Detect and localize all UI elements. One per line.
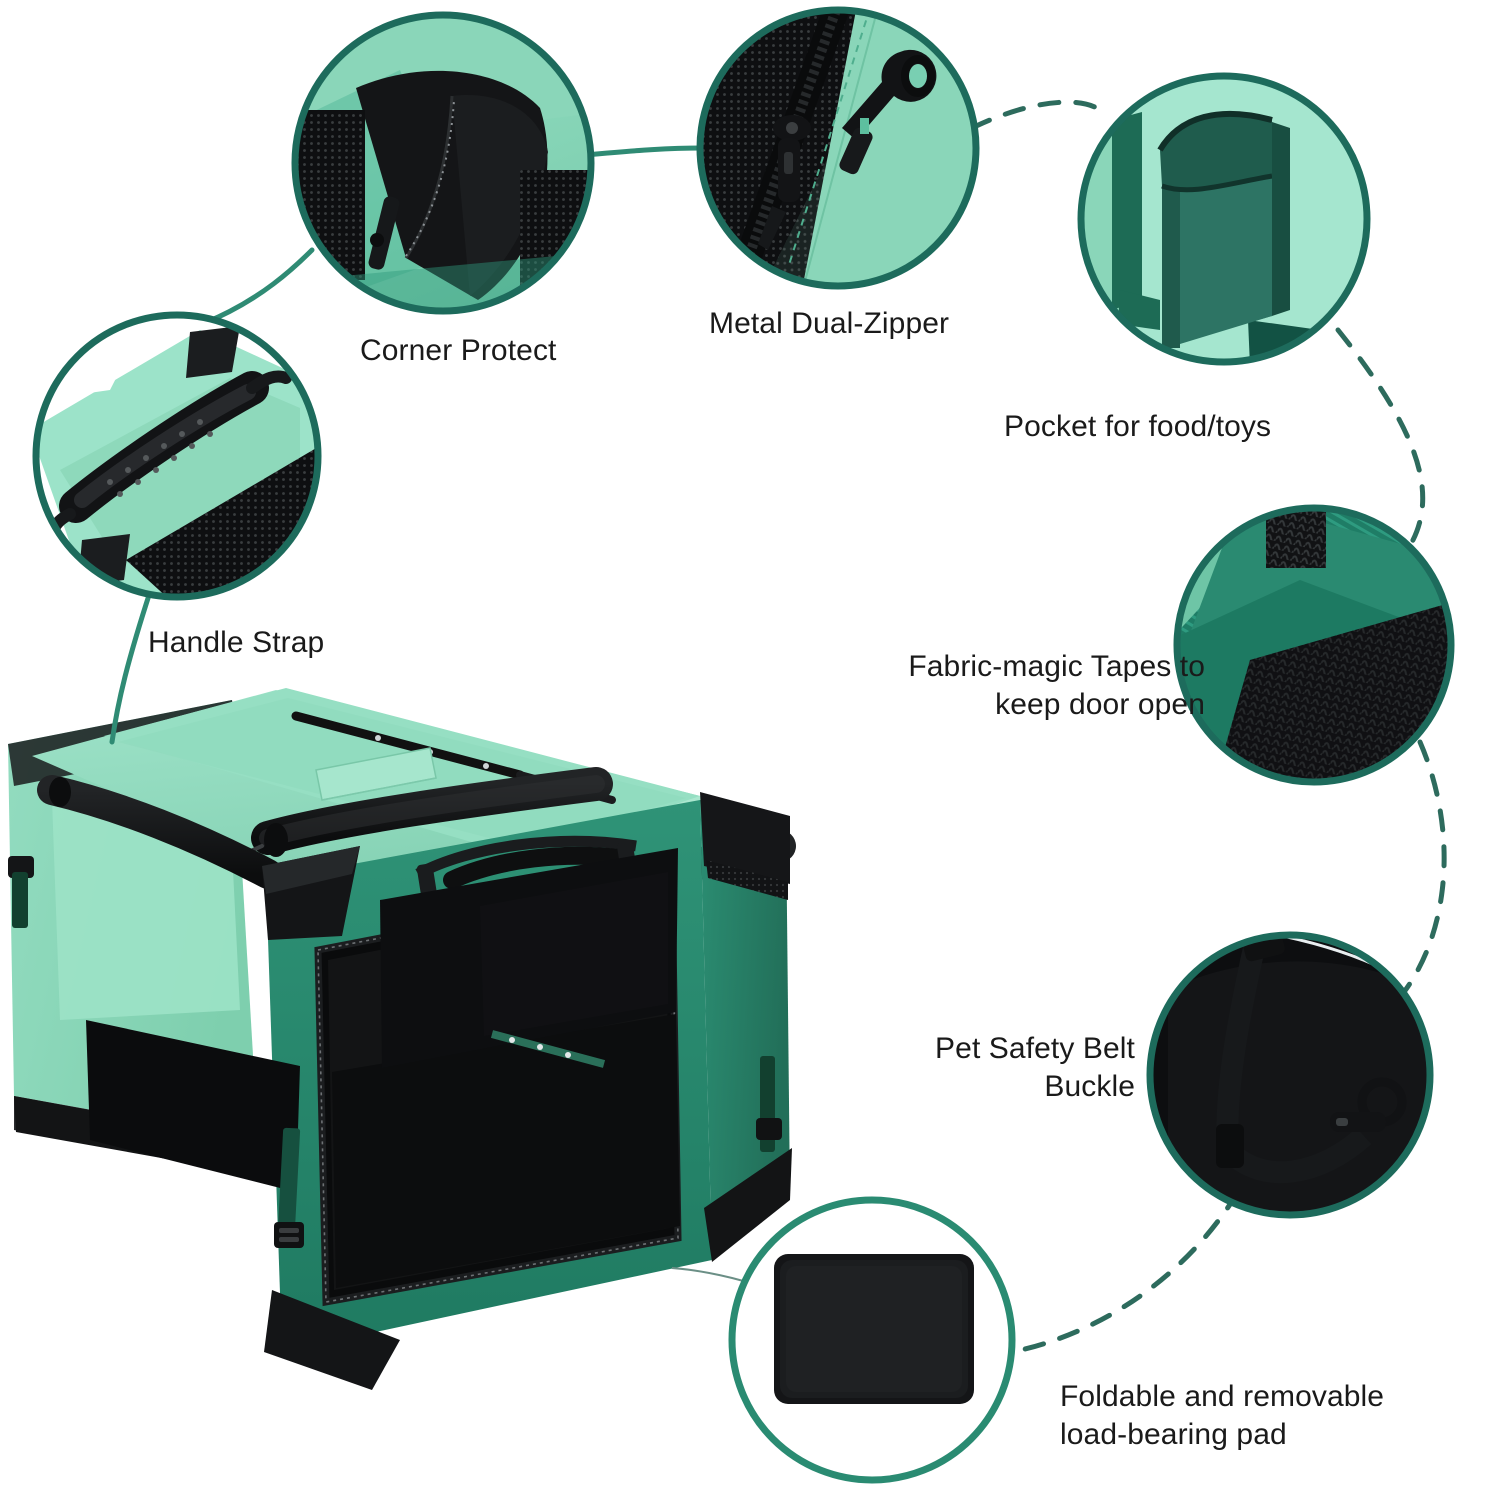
callout-circle-metal-dual-zipper [696, 6, 980, 290]
callout-label-metal-dual-zipper: Metal Dual-Zipper [709, 307, 950, 340]
callout-circle-pocket [1077, 72, 1371, 366]
dash-zipper-to-pocket [969, 99, 1103, 131]
callout-label-pocket-for-food-toys: Pocket for food/toys [1004, 410, 1272, 443]
callout-label-foldable-removable-pad: Foldable and removable load-bearing pad [1060, 1380, 1385, 1452]
dash-pocket-to-tapes [1335, 327, 1426, 545]
callout-label-handle-strap: Handle Strap [148, 626, 325, 659]
callout-circle-fabric-magic-tapes [1173, 504, 1455, 786]
dash-buckle-to-pad [1009, 1189, 1241, 1355]
callout-circle-safety-belt [1146, 931, 1434, 1219]
callout-label-fabric-magic-tapes: Fabric-magic Tapes to keep door open [908, 650, 1205, 722]
zipper-pull-upper [839, 49, 937, 175]
zipper-pull-lower [758, 115, 811, 250]
right-side-strap [756, 1056, 782, 1152]
callout-circle-foldable-pad [728, 1196, 1016, 1484]
rolled-mesh-left [37, 775, 283, 889]
snap-hook [1330, 1077, 1407, 1132]
dashed-connectors [969, 99, 1447, 1355]
callout-circle-corner-protect [291, 11, 595, 315]
connector-handle-to-product [109, 589, 153, 745]
side-buckle-strap [274, 1127, 304, 1248]
pet-crate-graphic [8, 688, 796, 1390]
callout-circle-handle-strap [32, 311, 322, 601]
callout-label-pet-safety-belt-buckle: Pet Safety Belt Buckle [935, 1032, 1135, 1104]
callout-label-corner-protect: Corner Protect [360, 334, 557, 367]
dash-tapes-to-buckle [1401, 739, 1447, 995]
connector-corner-to-zipper [582, 145, 705, 158]
left-side-strap [8, 856, 34, 928]
